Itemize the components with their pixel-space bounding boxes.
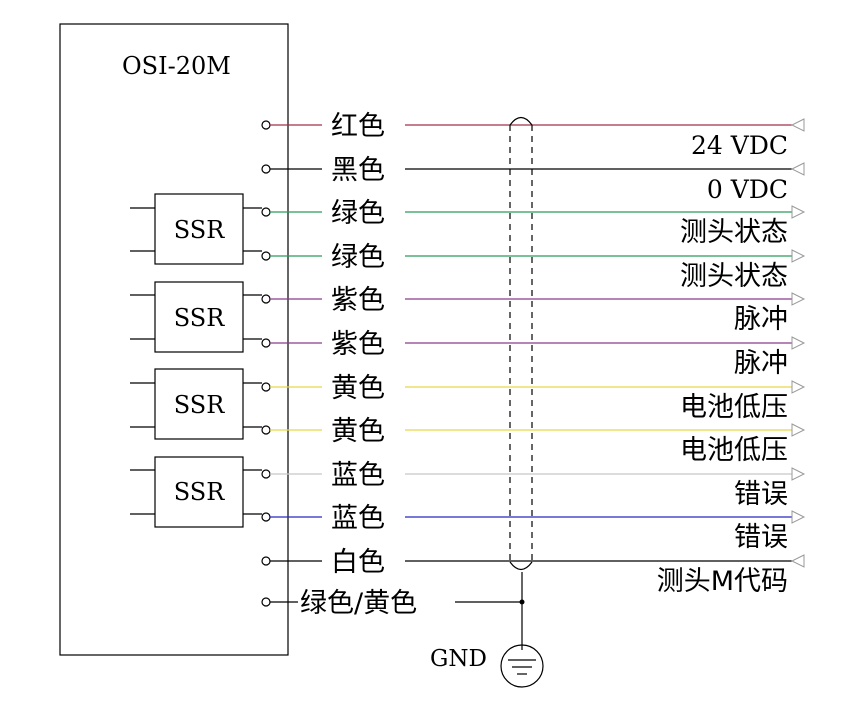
terminal-icon	[261, 338, 271, 348]
ssr-block-2: SSR	[130, 281, 262, 353]
ssr-label: SSR	[174, 391, 225, 419]
terminal-icon	[261, 556, 271, 566]
wire-color-label: 蓝色	[331, 503, 385, 534]
ssr-label: SSR	[174, 216, 225, 244]
signal-label: 脉冲	[734, 304, 788, 335]
signal-label: 电池低压	[680, 392, 788, 423]
wire-color-label: 紫色	[331, 285, 385, 316]
terminal-icon	[261, 251, 271, 261]
terminal-icon	[261, 164, 271, 174]
wire-color-label: 黑色	[331, 155, 385, 186]
signal-label: 电池低压	[680, 435, 788, 466]
ground-wire-label: 绿色/黄色	[300, 588, 417, 619]
signal-arrow-icon	[790, 118, 805, 132]
signal-arrow-icon	[791, 336, 806, 350]
ground-icon	[500, 644, 544, 688]
ssr-label: SSR	[174, 478, 225, 506]
wire-color-label: 紫色	[331, 329, 385, 360]
terminal-icon	[261, 120, 271, 130]
ssr-block-3: SSR	[130, 368, 262, 440]
terminal-icon	[261, 469, 271, 479]
wire-color-label: 蓝色	[331, 460, 385, 491]
ground-wire: 绿色/黄色	[261, 588, 525, 619]
signal-label: 测头状态	[680, 261, 788, 292]
device-name: OSI-20M	[122, 52, 231, 80]
ssr-block-4: SSR	[130, 456, 262, 528]
terminal-icon	[261, 512, 271, 522]
device-box	[59, 23, 289, 656]
signal-label: 脉冲	[734, 348, 788, 379]
signal-label: 0 VDC	[707, 175, 788, 204]
wire-color-label: 红色	[331, 111, 385, 142]
signal-arrow-icon	[790, 162, 805, 176]
signal-arrow-icon	[790, 554, 805, 568]
ssr-label: SSR	[174, 304, 225, 332]
terminal-icon	[261, 207, 271, 217]
terminal-icon	[261, 425, 271, 435]
signal-arrow-icon	[791, 467, 806, 481]
wire-row: 红色 24 VDC	[261, 111, 805, 160]
signal-label: 24 VDC	[691, 131, 788, 160]
signal-arrow-icon	[791, 510, 806, 524]
ssr-block-1: SSR	[130, 193, 262, 265]
wire-color-label: 黄色	[331, 416, 385, 447]
terminal-icon	[261, 294, 271, 304]
signal-label: 错误	[734, 522, 788, 553]
wire-color-label: 黄色	[331, 373, 385, 404]
wire-color-label: 白色	[331, 547, 385, 578]
terminal-icon	[261, 382, 271, 392]
gnd-label: GND	[430, 646, 487, 672]
signal-arrow-icon	[791, 205, 806, 219]
cable-shield	[509, 116, 533, 571]
wire-row: 黑色 0 VDC	[261, 155, 805, 204]
signal-label: 测头M代码	[657, 566, 788, 597]
signal-label: 测头状态	[680, 217, 788, 248]
signal-label: 错误	[734, 479, 788, 510]
signal-arrow-icon	[791, 380, 806, 394]
signal-arrow-icon	[791, 249, 806, 263]
signal-arrow-icon	[791, 292, 806, 306]
wire-color-label: 绿色	[331, 198, 385, 229]
wire-color-label: 绿色	[331, 242, 385, 273]
signal-arrow-icon	[791, 423, 806, 437]
